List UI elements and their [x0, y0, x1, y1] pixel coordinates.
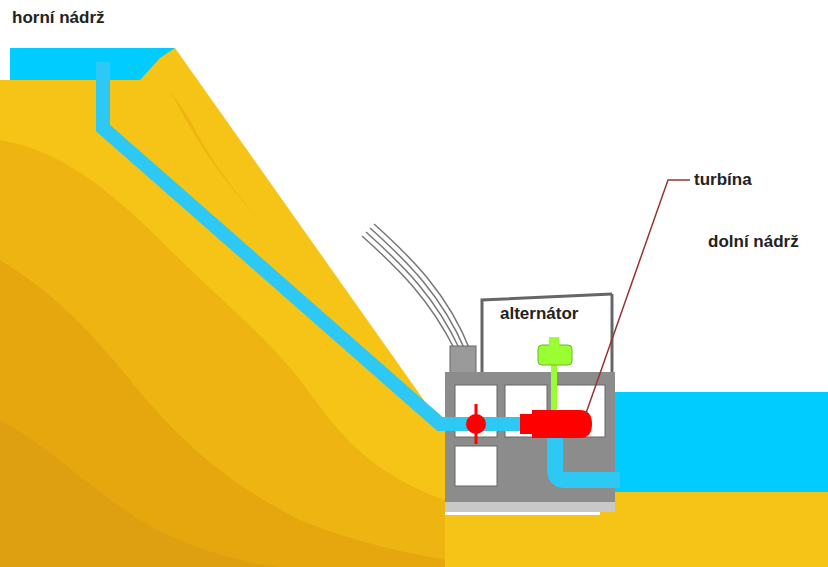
shaft [551, 358, 557, 414]
part-label: alternátor [500, 304, 578, 324]
part-label: turbína [694, 170, 752, 190]
hill [0, 48, 828, 567]
inlet-pipe [445, 417, 530, 431]
room [455, 446, 497, 486]
leader-line [585, 180, 690, 416]
alternator [549, 337, 559, 346]
rock-layer [0, 260, 445, 567]
rock-layer [0, 420, 280, 567]
building-upper [484, 302, 610, 372]
building-frame [482, 294, 612, 372]
ground [600, 515, 828, 567]
valve [466, 414, 486, 434]
alternator [538, 345, 572, 365]
outlet-pipe [555, 432, 620, 480]
power-cables [362, 224, 470, 350]
building-frame [611, 294, 614, 372]
turbine [520, 410, 592, 438]
rock-layer [0, 140, 445, 567]
terminal-box [450, 346, 476, 376]
upper-reservoir [10, 48, 175, 80]
part-label: dolní nádrž [708, 232, 799, 252]
power-house [445, 372, 615, 512]
lower-reservoir [600, 392, 828, 492]
part-label: horní nádrž [12, 8, 105, 28]
power-house-base [445, 502, 615, 512]
penstock [103, 62, 460, 424]
